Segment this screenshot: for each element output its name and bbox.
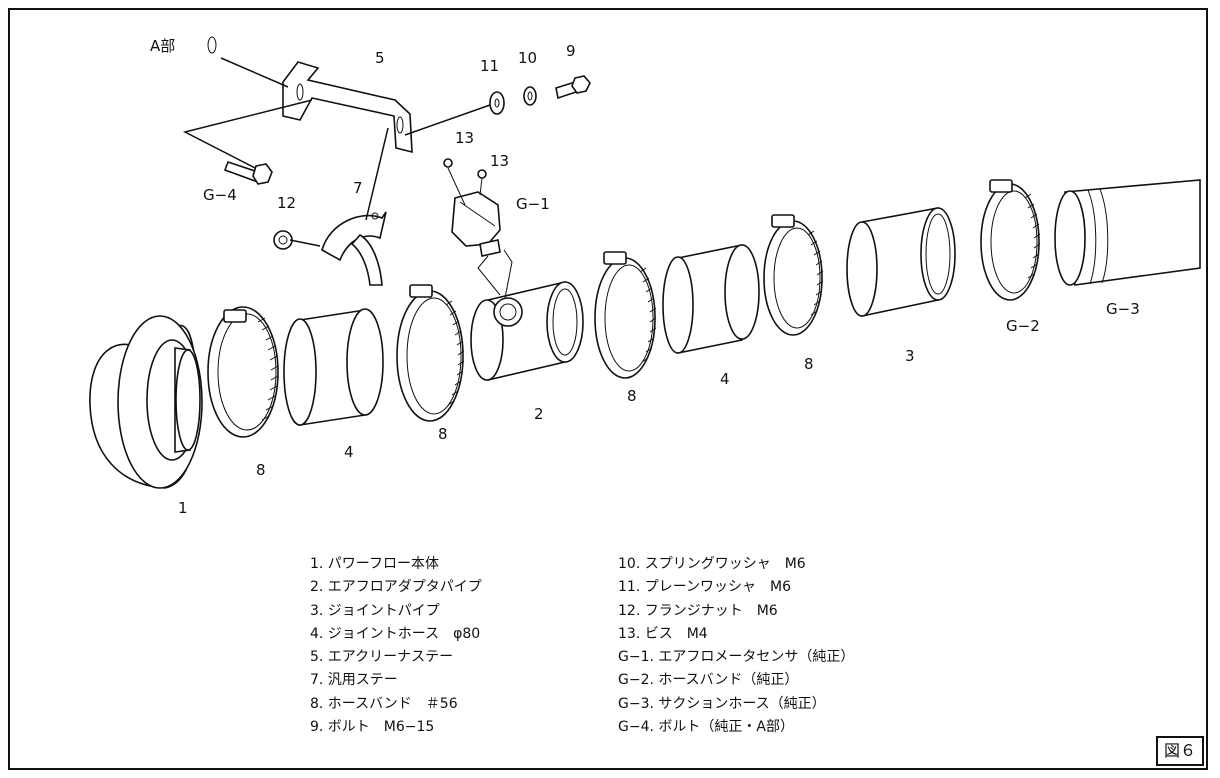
part-11-plain-washer (489, 91, 505, 115)
legend-item: 5. エアクリーナステー (310, 649, 454, 666)
legend-item: 10. スプリングワッシャ M6 (618, 556, 806, 572)
callout-7: 7 (353, 179, 363, 197)
callout-a-part: A部 (150, 37, 175, 55)
part-10-spring-washer (523, 86, 537, 106)
callout-12: 12 (277, 194, 296, 212)
callout-8a: 8 (256, 461, 266, 479)
callout-g4: G−4 (203, 186, 237, 204)
legend-left-column: 1. パワーフロー本体 2. エアフロアダプタパイプ 3. ジョイントパイプ 4… (310, 553, 482, 739)
legend-item: G−3. サクションホース（純正） (618, 695, 826, 712)
part-g2-hose-band (980, 179, 1041, 301)
legend-item: 1. パワーフロー本体 (310, 556, 439, 572)
part-g3-suction-hose (1054, 179, 1201, 286)
part-4-joint-hose-2 (662, 244, 760, 354)
callout-13a: 13 (455, 129, 474, 147)
part-8-hose-band-3 (594, 251, 657, 379)
legend-item: 13. ビス M4 (618, 625, 708, 642)
part-g4-bolt (223, 160, 273, 185)
a-part-marker-icon (207, 36, 217, 54)
part-8-hose-band-2 (396, 284, 465, 422)
callout-g2: G−2 (1006, 317, 1040, 335)
callout-4b: 4 (720, 370, 730, 388)
callout-13b: 13 (490, 152, 509, 170)
callout-8c: 8 (627, 387, 637, 405)
legend-item: G−1. エアフロメータセンサ（純正） (618, 649, 855, 666)
callout-2: 2 (534, 405, 544, 423)
callout-g3: G−3 (1106, 300, 1140, 318)
legend-item: 12. フランジナット M6 (618, 602, 778, 619)
legend-item: 11. プレーンワッシャ M6 (618, 579, 792, 596)
part-2-airflow-adapter-pipe (470, 280, 584, 382)
part-3-joint-pipe (846, 207, 956, 317)
part-4-joint-hose-1 (283, 308, 384, 426)
legend-item: 8. ホースバンド ＃56 (310, 695, 458, 712)
part-12-flange-nut (273, 230, 293, 250)
legend-item: 4. ジョイントホース φ80 (310, 625, 481, 642)
part-8-hose-band-4 (763, 214, 824, 336)
callout-labels: A部 5 11 10 9 13 13 G−4 12 7 G−1 1 8 4 8 … (150, 37, 1140, 517)
part-5-air-cleaner-stay (282, 61, 413, 154)
diagram-frame (8, 8, 1208, 770)
part-8-hose-band-1 (207, 306, 279, 438)
callout-5: 5 (375, 49, 385, 67)
callout-4a: 4 (344, 443, 354, 461)
legend-item: 3. ジョイントパイプ (310, 602, 440, 619)
parts-legend: 1. パワーフロー本体 2. エアフロアダプタパイプ 3. ジョイントパイプ 4… (310, 553, 970, 768)
part-9-bolt (555, 75, 591, 100)
callout-9: 9 (566, 42, 576, 60)
part-g1-airflow-sensor (443, 158, 501, 257)
legend-item: 9. ボルト M6−15 (310, 719, 435, 736)
callout-g1: G−1 (516, 195, 550, 213)
callout-10: 10 (518, 49, 537, 67)
callout-1: 1 (178, 499, 188, 517)
legend-item: G−4. ボルト（純正・A部） (618, 719, 794, 736)
part-1-air-filter-body (89, 315, 203, 489)
legend-item: 2. エアフロアダプタパイプ (310, 579, 482, 596)
legend-item: G−2. ホースバンド（純正） (618, 672, 799, 689)
legend-item: 7. 汎用ステー (310, 672, 398, 689)
callout-8d: 8 (804, 355, 814, 373)
legend-right-column: 10. スプリングワッシャ M6 11. プレーンワッシャ M6 12. フラン… (618, 553, 854, 739)
callout-3: 3 (905, 347, 915, 365)
figure-label: 図６ (1156, 736, 1204, 766)
callout-11: 11 (480, 57, 499, 75)
leader-lines (182, 57, 513, 299)
part-7-universal-stay (321, 211, 387, 286)
callout-8b: 8 (438, 425, 448, 443)
